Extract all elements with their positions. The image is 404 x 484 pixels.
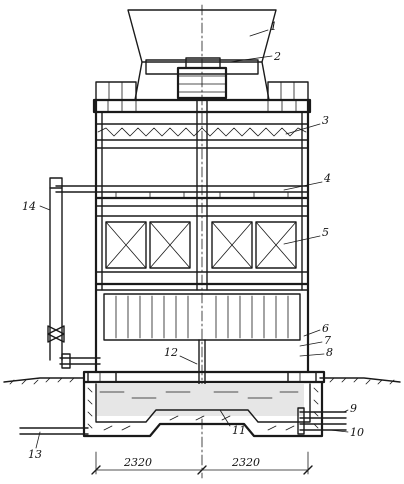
dimension-right: 2320 [231, 456, 260, 469]
callout-14: 14 [22, 200, 36, 213]
callout-7: 7 [324, 334, 331, 347]
fan-unit [145, 57, 259, 100]
callout-8: 8 [326, 346, 333, 359]
water-basin [82, 370, 326, 438]
ground-line [3, 377, 401, 385]
inlet-pipe [19, 427, 89, 435]
basin-water [96, 384, 304, 416]
callout-2: 2 [273, 50, 281, 63]
leader-lines [35, 29, 349, 449]
drift-eliminator [95, 123, 309, 141]
air-inlet-louvres [103, 293, 301, 341]
top-handrail [92, 81, 312, 114]
outlet-pipes [297, 407, 347, 435]
distribution-pipe [55, 185, 310, 200]
callout-10: 10 [350, 426, 364, 439]
callout-13: 13 [28, 448, 42, 461]
fill-pack [95, 215, 309, 273]
callout-5: 5 [322, 226, 329, 239]
dimension-left: 2320 [123, 456, 152, 469]
callout-4: 4 [323, 172, 331, 185]
callout-6: 6 [322, 322, 329, 335]
tower-columns [94, 98, 310, 374]
dimension-line [91, 451, 313, 475]
callout-9: 9 [350, 402, 357, 415]
callout-3: 3 [322, 114, 329, 127]
callout-11: 11 [232, 424, 246, 437]
side-pipe [47, 177, 101, 369]
callout-1: 1 [270, 20, 277, 33]
callout-12: 12 [164, 346, 178, 359]
